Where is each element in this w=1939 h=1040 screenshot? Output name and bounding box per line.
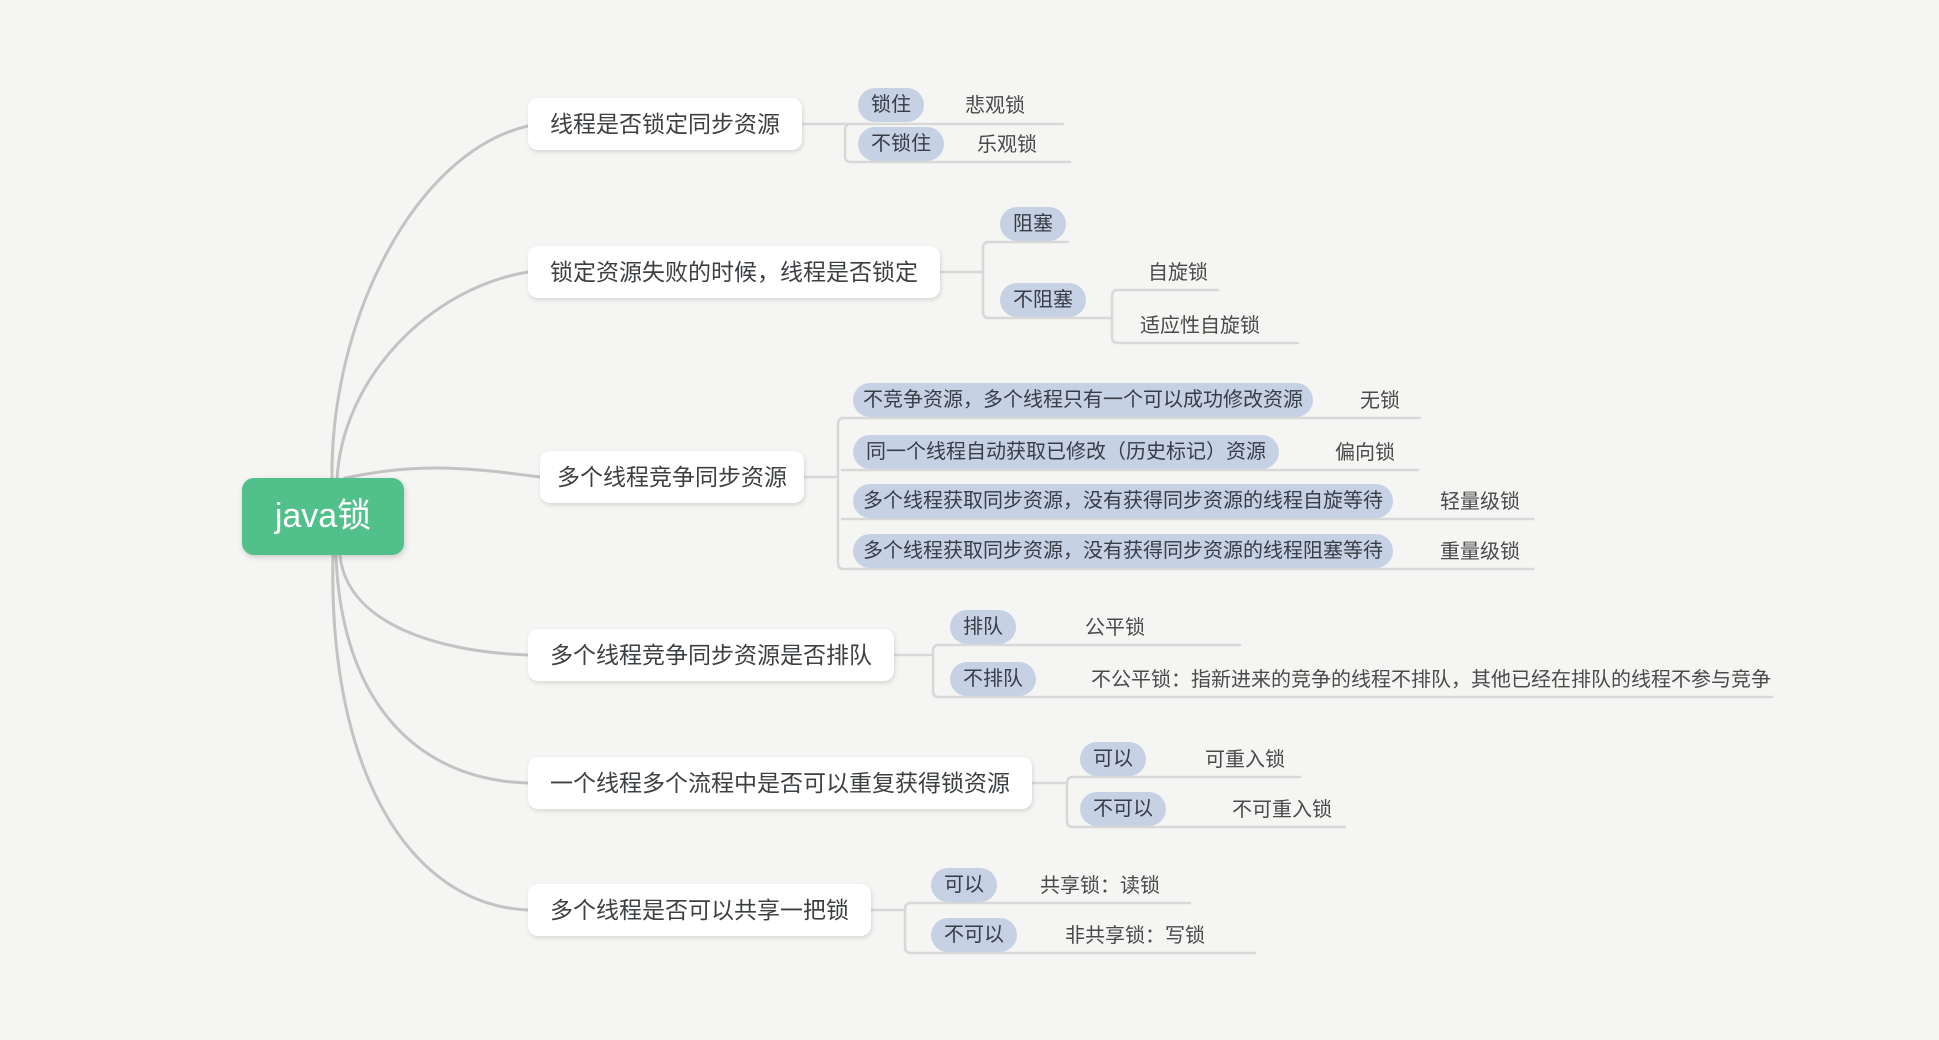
leaf-fair-lock[interactable]: 公平锁 — [1085, 617, 1145, 639]
leaf-shared-lock[interactable]: 共享锁：读锁 — [1040, 875, 1160, 897]
curve-root-branch-2 — [335, 270, 530, 482]
leaf-spin-lock[interactable]: 自旋锁 — [1148, 262, 1208, 284]
curve-root-branch-5 — [334, 554, 530, 785]
branch-box-4[interactable]: 多个线程竞争同步资源是否排队 — [528, 629, 894, 681]
branch-box-6[interactable]: 多个线程是否可以共享一把锁 — [528, 884, 871, 936]
elbow-branch-5 — [1030, 775, 1347, 829]
branch-box-1[interactable]: 线程是否锁定同步资源 — [528, 98, 802, 150]
pill-no-queue[interactable]: 不排队 — [950, 662, 1036, 696]
branch-box-3[interactable]: 多个线程竞争同步资源 — [540, 451, 804, 503]
pill-block-wait[interactable]: 多个线程获取同步资源，没有获得同步资源的线程阻塞等待 — [853, 534, 1393, 568]
elbow-branch-4 — [892, 643, 1774, 699]
elbow-branch-1 — [800, 122, 1072, 164]
elbow-branch-3 — [802, 416, 1535, 571]
curve-root-branch-6 — [331, 554, 530, 912]
pill-cannot-share[interactable]: 不可以 — [931, 918, 1017, 952]
curve-root-branch-4 — [338, 554, 530, 657]
pill-no-contention[interactable]: 不竞争资源，多个线程只有一个可以成功修改资源 — [853, 383, 1313, 417]
elbow-branch-2 — [938, 240, 1106, 320]
leaf-unfair-lock[interactable]: 不公平锁：指新进来的竞争的线程不排队，其他已经在排队的线程不参与竞争 — [1091, 669, 1771, 691]
elbow-branch-6 — [869, 901, 1257, 955]
pill-same-thread-acquire[interactable]: 同一个线程自动获取已修改（历史标记）资源 — [853, 435, 1279, 469]
leaf-non-reentrant-lock[interactable]: 不可重入锁 — [1232, 799, 1332, 821]
pill-non-blocking[interactable]: 不阻塞 — [1000, 283, 1086, 317]
leaf-biased-lock[interactable]: 偏向锁 — [1335, 442, 1395, 464]
leaf-adaptive-spin-lock[interactable]: 适应性自旋锁 — [1140, 315, 1260, 337]
leaf-reentrant-lock[interactable]: 可重入锁 — [1205, 749, 1285, 771]
curve-root-branch-3 — [343, 466, 542, 480]
pill-blocking[interactable]: 阻塞 — [1000, 207, 1066, 241]
branch-box-2[interactable]: 锁定资源失败的时候，线程是否锁定 — [528, 246, 940, 298]
pill-can-share[interactable]: 可以 — [931, 868, 997, 902]
pill-spin-wait[interactable]: 多个线程获取同步资源，没有获得同步资源的线程自旋等待 — [853, 484, 1393, 518]
leaf-pessimistic-lock[interactable]: 悲观锁 — [965, 95, 1025, 117]
leaf-optimistic-lock[interactable]: 乐观锁 — [977, 134, 1037, 156]
curve-root-branch-1 — [330, 124, 530, 482]
pill-queue[interactable]: 排队 — [950, 610, 1016, 644]
pill-can-reenter[interactable]: 可以 — [1080, 742, 1146, 776]
pill-cannot-reenter[interactable]: 不可以 — [1080, 792, 1166, 826]
leaf-lightweight-lock[interactable]: 轻量级锁 — [1440, 491, 1520, 513]
pill-locked[interactable]: 锁住 — [858, 88, 924, 122]
pill-not-locked[interactable]: 不锁住 — [858, 127, 944, 161]
elbow-branch-2-sub — [1102, 288, 1300, 345]
leaf-no-lock[interactable]: 无锁 — [1360, 390, 1400, 412]
leaf-exclusive-lock[interactable]: 非共享锁：写锁 — [1065, 925, 1205, 947]
root-node-java-lock[interactable]: java锁 — [242, 478, 404, 555]
leaf-heavyweight-lock[interactable]: 重量级锁 — [1440, 541, 1520, 563]
branch-box-5[interactable]: 一个线程多个流程中是否可以重复获得锁资源 — [528, 757, 1032, 809]
